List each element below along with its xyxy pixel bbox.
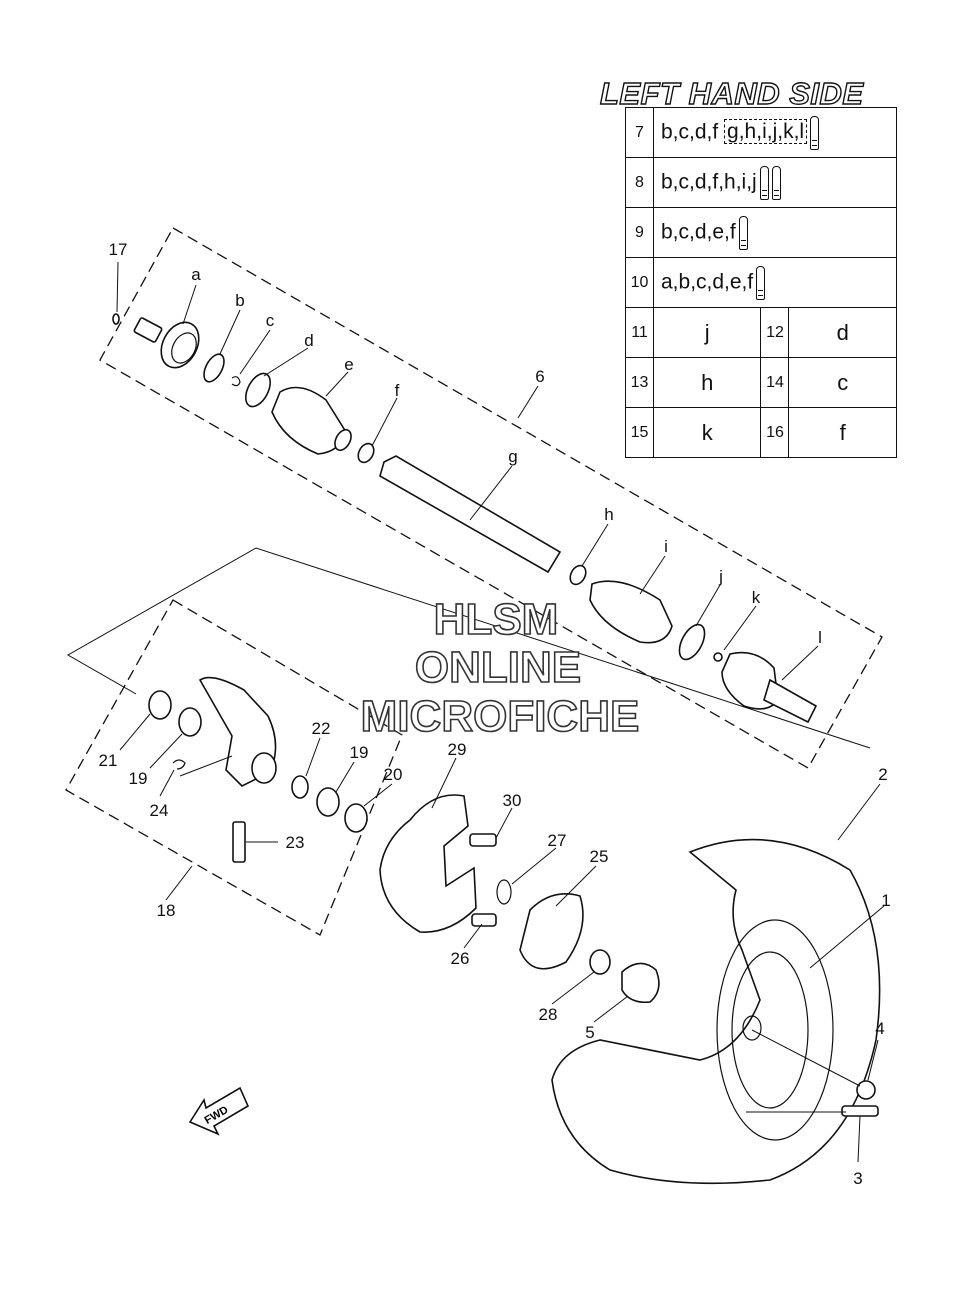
table-row: 10 a,b,c,d,e,f xyxy=(625,257,897,308)
part-label: 5 xyxy=(585,1023,594,1042)
table-row: 7 b,c,d,f g,h,i,j,k,l xyxy=(625,107,897,158)
grease-tube-icon xyxy=(771,165,781,200)
part-number: 16 xyxy=(760,407,790,458)
part-label: 30 xyxy=(503,791,522,810)
part-label: 25 xyxy=(590,847,609,866)
part-label: 29 xyxy=(448,740,467,759)
part-label: h xyxy=(604,505,613,524)
kit-number: 8 xyxy=(625,157,654,208)
grease-tube-icon xyxy=(756,265,766,300)
fwd-arrow-icon: FWD xyxy=(188,1086,250,1136)
kit-number: 7 xyxy=(625,107,654,158)
boxed-codes: g,h,i,j,k,l xyxy=(724,119,808,145)
part-number: 11 xyxy=(625,307,654,358)
part-code: h xyxy=(652,357,762,408)
part-label: e xyxy=(344,355,353,374)
table-row: 15 k 16 f xyxy=(625,407,897,458)
part-label: 17 xyxy=(109,240,128,259)
part-label: d xyxy=(304,331,313,350)
watermark-line: ONLINE xyxy=(415,643,581,692)
kit-contents: b,c,d,f g,h,i,j,k,l xyxy=(653,107,897,158)
part-label: f xyxy=(395,381,400,400)
part-labels: 17 a b c d e f 6 g h i j k l 22 19 20 29… xyxy=(99,240,891,1188)
grease-tube-icon xyxy=(810,115,820,150)
part-code: f xyxy=(788,407,897,458)
drive-shaft-parts xyxy=(112,313,818,724)
watermark-line: HLSM xyxy=(434,595,559,644)
part-label: 19 xyxy=(129,769,148,788)
part-label: 18 xyxy=(157,901,176,920)
part-label: 2 xyxy=(878,765,887,784)
part-label: l xyxy=(818,628,822,647)
part-label: 1 xyxy=(881,891,890,910)
knuckle-assembly-outline xyxy=(65,599,403,936)
table-row: 8 b,c,d,f,h,i,j xyxy=(625,157,897,208)
watermark-line: MICROFICHE xyxy=(361,692,640,741)
part-label: j xyxy=(718,567,723,586)
part-number: 12 xyxy=(760,307,790,358)
part-label: 4 xyxy=(875,1019,884,1038)
part-label: a xyxy=(191,265,201,284)
part-number: 13 xyxy=(625,357,654,408)
part-label: k xyxy=(752,588,761,607)
table-row: 11 j 12 d xyxy=(625,307,897,358)
part-number: 14 xyxy=(760,357,790,408)
part-code: d xyxy=(788,307,897,358)
kit-contents: b,c,d,f,h,i,j xyxy=(653,157,897,208)
leader-lines xyxy=(116,261,885,1163)
part-label: 3 xyxy=(853,1169,862,1188)
part-label: i xyxy=(664,537,668,556)
kit-number: 10 xyxy=(625,257,654,308)
part-label: 21 xyxy=(99,751,118,770)
part-number: 15 xyxy=(625,407,654,458)
left-hand-side-title: LEFT HAND SIDE xyxy=(599,75,864,111)
part-label: 22 xyxy=(312,719,331,738)
grease-tube-icon xyxy=(738,215,748,250)
grease-tube-icon xyxy=(759,165,769,200)
watermark: HLSM ONLINE MICROFICHE xyxy=(360,594,640,742)
table-row: 9 b,c,d,e,f xyxy=(625,207,897,258)
kit-contents: a,b,c,d,e,f xyxy=(653,257,897,308)
part-code: j xyxy=(652,307,762,358)
part-label: c xyxy=(266,311,275,330)
kit-contents: b,c,d,e,f xyxy=(653,207,897,258)
table-row: 13 h 14 c xyxy=(625,357,897,408)
wheel-and-tire xyxy=(551,838,881,1185)
group-bracket-outline xyxy=(66,547,871,749)
part-code: c xyxy=(788,357,897,408)
part-label: b xyxy=(235,291,244,310)
part-label: 19 xyxy=(350,743,369,762)
part-label: 6 xyxy=(535,367,544,386)
part-label: 20 xyxy=(384,765,403,784)
part-label: 27 xyxy=(548,831,567,850)
part-label: 26 xyxy=(451,949,470,968)
part-code: k xyxy=(652,407,762,458)
part-label: 23 xyxy=(286,833,305,852)
part-label: 28 xyxy=(539,1005,558,1024)
kit-number: 9 xyxy=(625,207,654,258)
brake-and-hub-parts xyxy=(379,794,660,1004)
drive-shaft-assembly-outline xyxy=(99,227,883,769)
part-label: 24 xyxy=(150,801,169,820)
part-label: g xyxy=(508,447,517,466)
kit-contents-table: 7 b,c,d,f g,h,i,j,k,l 8 b,c,d,f,h,i,j 9 … xyxy=(625,107,897,458)
knuckle-parts xyxy=(148,676,368,863)
